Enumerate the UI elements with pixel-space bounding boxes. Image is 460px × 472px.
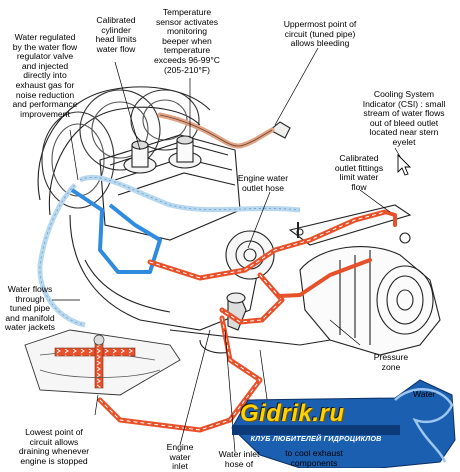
label-pressure-zone: Pressure zone <box>373 352 409 372</box>
logo-tagline: КЛУБ ЛЮБИТЕЛЕЙ ГИДРОЦИКЛОВ <box>250 434 382 443</box>
label-lowest-point: Lowest point of circuit allows draining … <box>18 427 90 466</box>
gidrik-logo <box>231 379 456 468</box>
label-engine-outlet-hose: Engine water outlet hose <box>237 173 289 193</box>
label-uppermost-point: Uppermost point of circuit (tuned pipe) … <box>283 19 357 49</box>
label-cool-exhaust: to cool exhaust components <box>285 448 343 468</box>
lowest-point-inset <box>24 329 181 396</box>
hot-water-route <box>97 209 397 433</box>
label-water-flows-tuned-pipe: Water flows through tuned pipe and manif… <box>4 284 56 333</box>
label-water-right: Water <box>413 389 436 399</box>
logo-name: Gidrik.ru <box>240 400 345 427</box>
label-cooling-system-indicator: Cooling System Indicator (CSI) : small s… <box>362 89 446 147</box>
label-calibrated-outlet: Calibrated outlet fittings limit water f… <box>334 153 384 192</box>
label-engine-water-inlet: Engine water inlet <box>166 442 194 472</box>
label-water-inlet-hose: Water inlet hose of <box>218 449 260 469</box>
pointer-cursor-icon <box>397 153 412 176</box>
cold-water-route <box>70 188 162 274</box>
label-water-regulated: Water regulated by the water flow regula… <box>12 32 78 119</box>
label-calibrated-head: Calibrated cylinder head limits water fl… <box>95 15 137 54</box>
label-temperature-sensor: Temperature sensor activates monitoring … <box>153 7 221 75</box>
